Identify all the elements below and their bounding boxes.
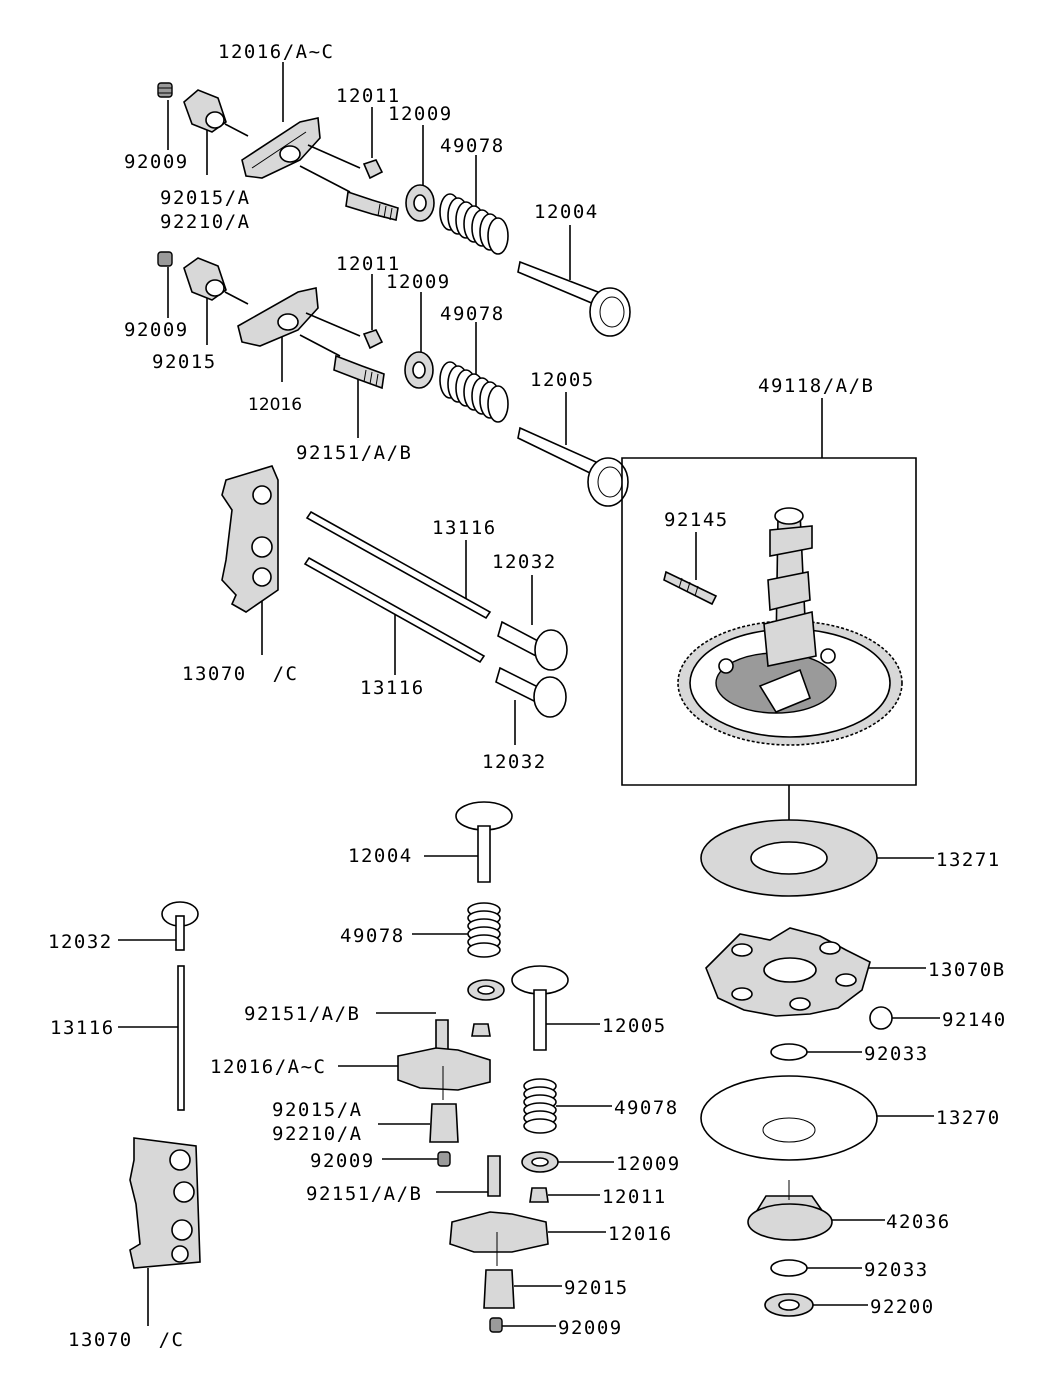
label-92015-b: 92015 — [152, 351, 217, 373]
label-92009-b: 92009 — [124, 319, 189, 341]
label-49078-b: 49078 — [440, 303, 505, 325]
label-92210a-a: 92210/A — [160, 211, 251, 233]
label-13271: 13271 — [936, 849, 1001, 871]
label-92033-b: 92033 — [864, 1259, 929, 1281]
label-49078-c: 49078 — [340, 925, 405, 947]
pushrod-group-upper — [221, 465, 568, 745]
label-92151-a: 92151/A/B — [296, 442, 412, 464]
label-12032-c: 12032 — [48, 931, 113, 953]
camshaft-group — [621, 398, 917, 858]
rocker-assembly-upper — [157, 62, 631, 337]
label-49118: 49118/A/B — [758, 375, 874, 397]
label-92009-a: 92009 — [124, 151, 189, 173]
label-92033-a: 92033 — [864, 1043, 929, 1065]
label-92140: 92140 — [942, 1009, 1007, 1031]
label-12009-a: 12009 — [388, 103, 453, 125]
label-92015a-b: 92015/A — [272, 1099, 363, 1121]
adjust-screw-part — [157, 82, 173, 98]
label-12009-c: 12009 — [616, 1153, 681, 1175]
label-12032-b: 12032 — [482, 751, 547, 773]
label-13070-a: 13070 /C — [182, 663, 298, 685]
adjust-nut-part — [183, 89, 249, 137]
label-12005-b: 12005 — [602, 1015, 667, 1037]
valve-train-lower — [338, 801, 614, 1333]
label-49078-d: 49078 — [614, 1097, 679, 1119]
pushrod-group-lower — [118, 901, 201, 1326]
label-13070-b: 13070 /C — [68, 1329, 184, 1351]
valve-spring-lower — [467, 902, 501, 958]
label-12004-a: 12004 — [534, 201, 599, 223]
label-12011-c: 12011 — [602, 1186, 667, 1208]
label-49078-a: 49078 — [440, 135, 505, 157]
valve-spring-part — [439, 193, 509, 255]
label-92009-d: 92009 — [558, 1317, 623, 1339]
label-12016-ac-top: 12016/A~C — [218, 41, 334, 63]
label-12011-b: 12011 — [336, 253, 401, 275]
valve-intake-part — [517, 260, 631, 337]
label-13116-a: 13116 — [432, 517, 497, 539]
rocker-assembly-lower — [157, 251, 629, 507]
label-92145: 92145 — [664, 509, 729, 531]
label-13116-b: 13116 — [360, 677, 425, 699]
rocker-arm-part — [241, 117, 361, 193]
label-12011-a: 12011 — [336, 85, 401, 107]
label-92151-b: 92151/A/B — [244, 1003, 360, 1025]
label-12016-c: 12016 — [608, 1223, 673, 1245]
label-12016-b: 12016 — [248, 395, 302, 415]
stud-part — [345, 190, 399, 221]
label-12032-a: 12032 — [492, 551, 557, 573]
label-12004-b: 12004 — [348, 845, 413, 867]
label-12016-ac-mid: 12016/A~C — [210, 1056, 326, 1078]
label-13270: 13270 — [936, 1107, 1001, 1129]
label-92151-c: 92151/A/B — [306, 1183, 422, 1205]
label-42036: 42036 — [886, 1211, 951, 1233]
label-92210a-b: 92210/A — [272, 1123, 363, 1145]
label-92015-c: 92015 — [564, 1277, 629, 1299]
label-12005-a: 12005 — [530, 369, 595, 391]
label-13070b: 13070B — [928, 959, 1006, 981]
governor-stack — [700, 819, 940, 1317]
label-12009-b: 12009 — [386, 271, 451, 293]
label-92009-c: 92009 — [310, 1150, 375, 1172]
label-92015a-a: 92015/A — [160, 187, 251, 209]
label-13116-c: 13116 — [50, 1017, 115, 1039]
label-92200: 92200 — [870, 1296, 935, 1318]
